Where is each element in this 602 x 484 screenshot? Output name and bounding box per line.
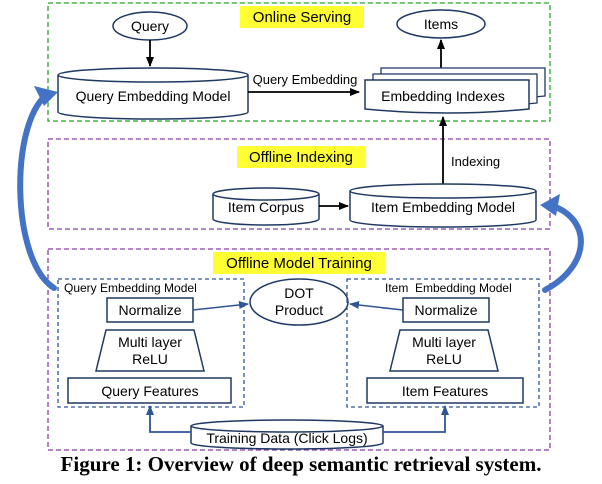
query-normalize-label: Normalize xyxy=(118,302,181,318)
query-embedding-model-label: Query Embedding Model xyxy=(76,88,231,104)
item-mlp-block xyxy=(389,329,499,372)
offline-indexing-title: Offline Indexing xyxy=(249,149,353,166)
query-embedding-model-node xyxy=(57,67,249,120)
offline-indexing-section xyxy=(47,138,551,230)
embedding-indexes-label: Embedding Indexes xyxy=(381,88,505,104)
online-serving-title: Online Serving xyxy=(253,9,351,26)
item-corpus-label: Item Corpus xyxy=(228,199,304,215)
item-mlp-line1: Multi layer xyxy=(412,334,476,350)
figure-caption: Figure 1: Overview of deep semantic retr… xyxy=(60,452,542,476)
dot-product-node xyxy=(249,278,349,326)
dot-product-line2: Product xyxy=(275,302,323,318)
query-mlp-line1: Multi layer xyxy=(118,334,182,350)
query-features-label: Query Features xyxy=(101,383,198,399)
training-data-to-query-features-arrow xyxy=(146,405,191,433)
item-tower-title: Item Embedding Model xyxy=(385,281,512,295)
offline-training-section xyxy=(47,248,551,451)
training-data-label: Training Data (Click Logs) xyxy=(206,430,367,446)
offline-training-title: Offline Model Training xyxy=(226,255,372,272)
items-label: Items xyxy=(424,16,458,32)
query-normalize-box xyxy=(106,297,194,323)
item-normalize-label: Normalize xyxy=(414,302,477,318)
items-node xyxy=(396,9,486,39)
embedding-indexes-node xyxy=(364,67,546,114)
item-features-box xyxy=(366,377,524,404)
item-normalize-to-dot-arrow xyxy=(349,301,404,311)
retrieval-system-diagram: Online Serving Offline Indexing Offline … xyxy=(17,2,584,451)
query-normalize-to-dot-arrow xyxy=(192,300,249,311)
query-mlp-line2: ReLU xyxy=(132,351,168,367)
offline-training-title-highlight xyxy=(213,252,385,274)
online-serving-title-highlight xyxy=(240,6,364,28)
training-data-node xyxy=(190,419,384,450)
item-normalize-box xyxy=(402,297,490,323)
online-serving-section xyxy=(47,2,551,122)
item-embedding-model-node xyxy=(349,183,537,228)
item-embedding-model-label: Item Embedding Model xyxy=(371,199,515,215)
indexing-edge-label: Indexing xyxy=(451,154,500,169)
query-tower-title: Query Embedding Model xyxy=(64,281,197,295)
dot-product-line1: DOT xyxy=(284,285,314,301)
query-label: Query xyxy=(131,18,169,34)
query-features-box xyxy=(67,377,232,404)
query-model-deploy-arrow xyxy=(17,86,58,291)
item-features-label: Item Features xyxy=(402,383,488,399)
item-model-deploy-arrow xyxy=(540,194,584,293)
query-mlp-block xyxy=(95,329,205,372)
query-embedding-edge-label: Query Embedding xyxy=(253,72,358,87)
item-corpus-node xyxy=(212,187,320,226)
training-data-to-item-features-arrow xyxy=(383,405,449,433)
offline-indexing-title-highlight xyxy=(237,146,365,168)
item-mlp-line2: ReLU xyxy=(426,351,462,367)
